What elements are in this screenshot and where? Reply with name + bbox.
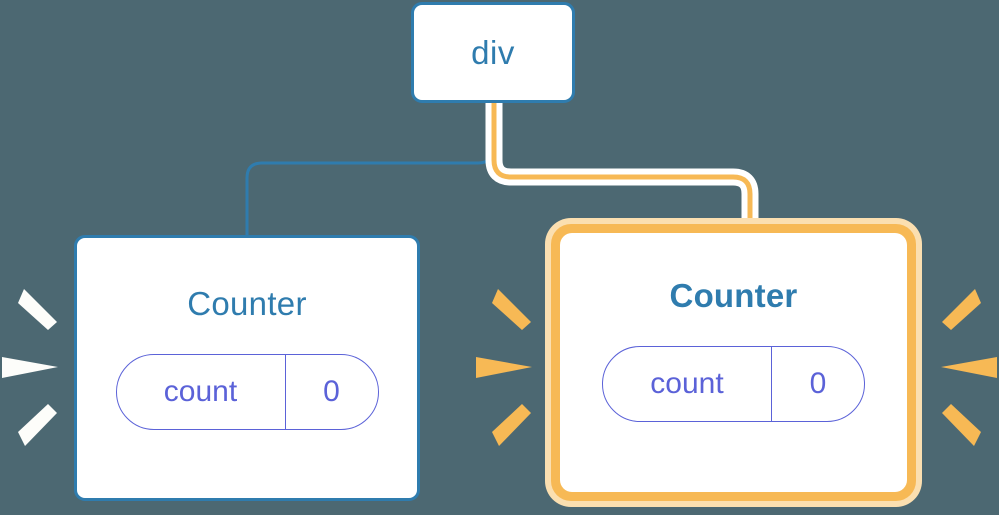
node-counter-right-title: Counter [669, 277, 798, 314]
state-value-right: 0 [771, 347, 864, 421]
state-key-right: count [650, 367, 724, 400]
state-pill-right: count 0 [602, 346, 865, 422]
edge-root-to-counter-right [491, 103, 753, 224]
node-counter-right-highlight-ring: Counter count 0 [551, 224, 916, 501]
node-div-label: div [471, 34, 515, 71]
edge-root-to-counter-left [245, 101, 495, 237]
edge-root-to-counter-right-outline [485, 103, 759, 224]
node-counter-left-title: Counter [187, 285, 307, 322]
state-value-left: 0 [284, 355, 378, 429]
node-counter-right[interactable]: Counter count 0 [560, 233, 907, 492]
node-div[interactable]: div [411, 2, 575, 103]
node-counter-left[interactable]: Counter count 0 [74, 235, 420, 501]
state-pill-left: count 0 [115, 354, 379, 430]
node-counter-right-highlight-halo: Counter count 0 [545, 218, 922, 507]
state-key-left: count [163, 375, 238, 408]
